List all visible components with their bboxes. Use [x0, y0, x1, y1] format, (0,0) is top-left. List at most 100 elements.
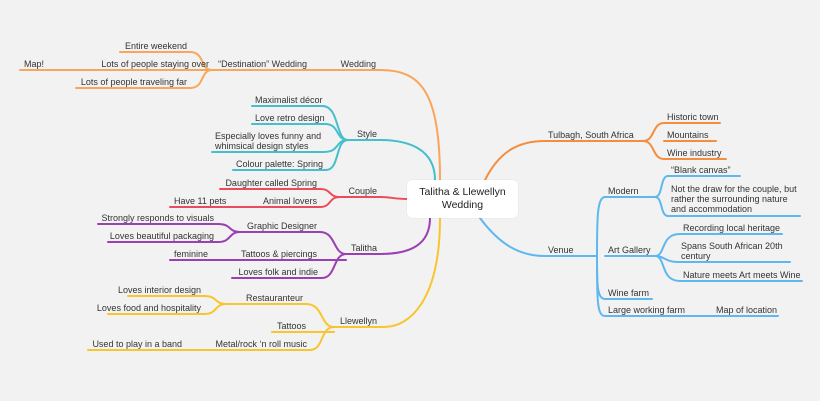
central-topic-text: Talitha & Llewellyn Wedding	[419, 186, 505, 212]
connector-graphic-packaging	[217, 231, 241, 243]
node-not-the-draw-2: rather the surrounding nature	[671, 194, 788, 204]
connector-gallery-nature	[654, 255, 681, 282]
node-entire-weekend[interactable]: Entire weekend	[125, 41, 187, 51]
node-spans-20th[interactable]: Spans South African 20th	[681, 241, 783, 251]
node-pets[interactable]: Have 11 pets	[174, 196, 227, 206]
connector-modern-notdraw	[654, 196, 669, 217]
maximalist-word: Maximalist	[255, 95, 298, 105]
connector-restaurateur-interior	[203, 295, 227, 305]
node-feminine[interactable]: feminine	[174, 249, 208, 259]
funny-post: and	[304, 131, 322, 141]
node-retro[interactable]: Love retro design	[255, 113, 325, 123]
connector-talitha-folk	[321, 253, 347, 279]
branch-couple-lines	[169, 188, 408, 208]
connector-tulbagh-wine	[642, 140, 665, 160]
connector-graphic-visuals	[217, 223, 241, 233]
node-nature-art-wine[interactable]: Nature meets Art meets Wine	[683, 270, 801, 280]
node-traveling-far[interactable]: Lots of people traveling far	[81, 77, 187, 87]
connector-style-retro	[324, 123, 349, 141]
node-funny[interactable]: Especially loves funny and	[215, 131, 321, 141]
connector-root-talitha	[379, 217, 431, 255]
connector-style-maximalist	[321, 105, 349, 141]
connector-tulbagh-historic	[642, 122, 665, 142]
node-daughter[interactable]: Daughter called Spring	[225, 178, 317, 188]
connector-llewellyn-metal	[309, 326, 335, 351]
node-not-the-draw[interactable]: Not the draw for the couple, but	[671, 184, 797, 194]
maximalist-rest: décor	[298, 95, 323, 105]
node-maximalist[interactable]: Maximalist décor	[255, 95, 323, 105]
connector-root-venue	[479, 217, 546, 257]
node-historic-town[interactable]: Historic town	[667, 112, 719, 122]
node-blank-canvas[interactable]: “Blank canvas”	[671, 165, 731, 175]
central-topic[interactable]: Talitha & Llewellyn Wedding	[407, 180, 518, 218]
node-food-hospitality[interactable]: Loves food and hospitality	[97, 303, 202, 313]
branch-llewellyn-lines	[87, 217, 441, 351]
node-wedding[interactable]: Wedding	[341, 59, 376, 69]
funny-word: funny	[282, 131, 305, 141]
branch-talitha-lines	[97, 217, 431, 279]
branch-tulbagh-text: Tulbagh, South Africa Historic town Moun…	[548, 112, 722, 158]
node-map[interactable]: Map!	[24, 59, 44, 69]
funny-pre: Especially loves	[215, 131, 282, 141]
node-spans-century: century	[681, 251, 711, 261]
connector-style-palette	[325, 139, 349, 171]
node-visuals[interactable]: Strongly responds to visuals	[101, 213, 214, 223]
branch-couple-text: Couple Daughter called Spring Animal lov…	[174, 178, 377, 206]
node-restauranteur[interactable]: Restauranteur	[246, 293, 303, 303]
node-style[interactable]: Style	[357, 129, 377, 139]
node-animal-lovers[interactable]: Animal lovers	[263, 196, 318, 206]
connector-root-couple	[379, 196, 408, 200]
branch-style-lines	[211, 105, 436, 181]
node-band[interactable]: Used to play in a band	[92, 339, 182, 349]
node-not-the-draw-3: and accommodation	[671, 204, 752, 214]
node-working-farm[interactable]: Large working farm	[608, 305, 685, 315]
branch-talitha-text: Talitha Graphic Designer Strongly respon…	[101, 213, 377, 277]
node-tattoos-piercings[interactable]: Tattoos & piercings	[241, 249, 318, 259]
node-wine-farm[interactable]: Wine farm	[608, 288, 649, 298]
branch-llewellyn-text: Llewellyn Restauranteur Loves interior d…	[92, 285, 377, 349]
node-local-heritage[interactable]: Recording local heritage	[683, 223, 780, 233]
connector-couple-daughter	[319, 188, 341, 198]
connector-talitha-graphic	[319, 231, 347, 255]
central-topic-line2: Wedding	[441, 199, 484, 211]
node-colour-palette[interactable]: Colour palette: Spring	[236, 159, 323, 169]
connector-gallery-heritage	[654, 233, 681, 257]
node-llewellyn[interactable]: Llewellyn	[340, 316, 377, 326]
node-map-location[interactable]: Map of location	[716, 305, 777, 315]
node-interior-design[interactable]: Loves interior design	[118, 285, 201, 295]
connector-root-wedding	[379, 69, 441, 181]
retro-pre: Love	[255, 113, 277, 123]
branch-tulbagh-lines	[484, 122, 727, 181]
node-tulbagh[interactable]: Tulbagh, South Africa	[548, 130, 634, 140]
branch-venue-lines	[479, 175, 803, 317]
node-wine-industry[interactable]: Wine industry	[667, 148, 722, 158]
node-metal-music[interactable]: Metal/rock ‘n roll music	[215, 339, 307, 349]
node-couple[interactable]: Couple	[348, 186, 377, 196]
connector-restaurateur-food	[203, 303, 227, 315]
branch-wedding-text: Wedding “Destination” Wedding Entire wee…	[24, 41, 376, 87]
node-destination-wedding[interactable]: “Destination” Wedding	[218, 59, 307, 69]
retro-word: retro	[277, 113, 296, 123]
node-tattoos[interactable]: Tattoos	[277, 321, 307, 331]
central-topic-line1: Talitha & Llewellyn	[419, 186, 506, 198]
connector-llewellyn-restaurateur	[305, 303, 335, 328]
node-staying-over[interactable]: Lots of people staying over	[101, 59, 209, 69]
node-folk-indie[interactable]: Loves folk and indie	[238, 267, 318, 277]
node-mountains[interactable]: Mountains	[667, 130, 709, 140]
branch-venue-text: Venue Modern “Blank canvas” Not the draw…	[548, 165, 801, 315]
connector-couple-animal	[319, 196, 341, 208]
connector-root-tulbagh	[484, 140, 546, 181]
retro-post: design	[296, 113, 325, 123]
node-whimsical: whimsical design styles	[214, 141, 309, 151]
node-talitha[interactable]: Talitha	[351, 243, 377, 253]
node-graphic-designer[interactable]: Graphic Designer	[247, 221, 317, 231]
branch-style-text: Style Maximalist décor Love retro design…	[214, 95, 377, 169]
node-art-gallery[interactable]: Art Gallery	[608, 245, 651, 255]
connector-modern-blank	[654, 175, 669, 198]
node-venue[interactable]: Venue	[548, 245, 574, 255]
node-modern[interactable]: Modern	[608, 186, 639, 196]
connector-root-style	[379, 139, 436, 181]
node-packaging[interactable]: Loves beautiful packaging	[110, 231, 214, 241]
